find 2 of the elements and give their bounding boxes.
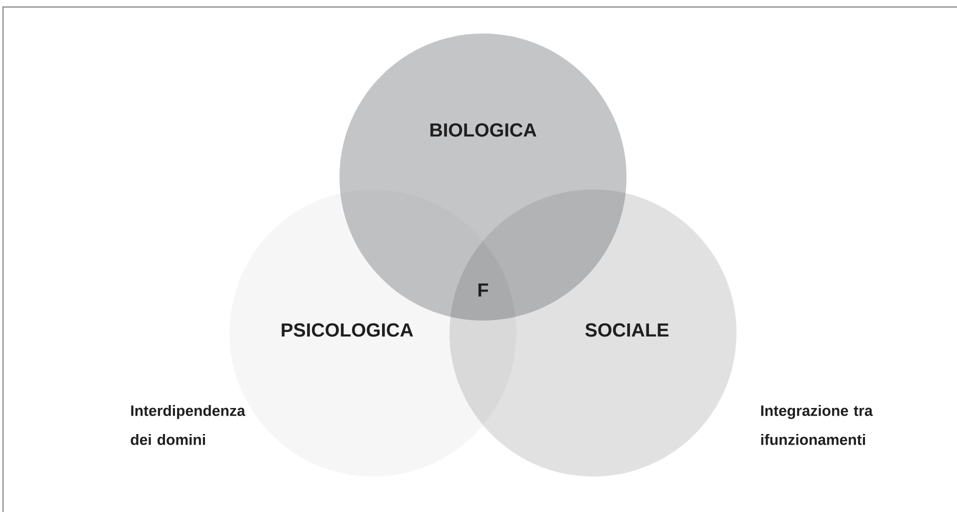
note-text: Integrazione tra ifunzionamenti <box>761 405 873 445</box>
intersection-label: F <box>478 283 488 297</box>
